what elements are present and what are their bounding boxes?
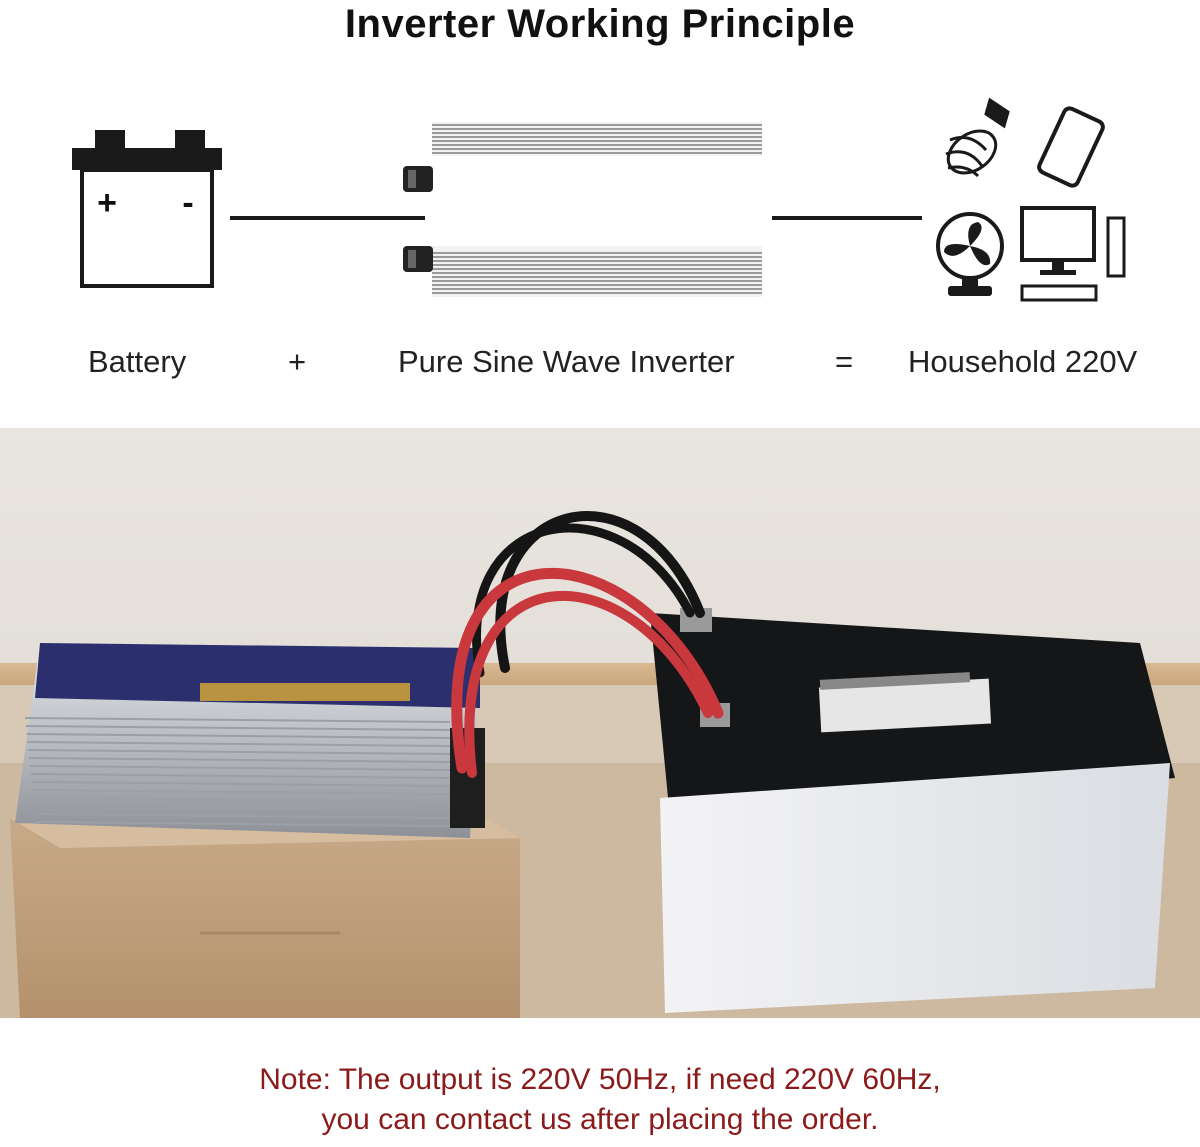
phone-icon — [1037, 106, 1105, 188]
label-plus: + — [288, 344, 307, 379]
fan-icon — [936, 212, 1004, 296]
inverter-icon — [403, 122, 762, 297]
note-line-2: you can contact us after placing the ord… — [321, 1103, 879, 1136]
light-bulb-icon — [945, 97, 1010, 178]
cables — [451, 511, 724, 778]
computer-icon — [1020, 206, 1126, 302]
label-inverter: Pure Sine Wave Inverter — [398, 344, 735, 379]
battery-icon: + - — [72, 130, 222, 288]
battery-minus-sign: - — [182, 184, 193, 222]
schematic-diagram: + - — [72, 97, 1126, 302]
label-battery: Battery — [88, 344, 187, 379]
label-household: Household 220V — [908, 344, 1138, 379]
order-note: Note: The output is 220V 50Hz, if need 2… — [0, 1060, 1200, 1140]
page-title: Inverter Working Principle — [344, 2, 856, 46]
note-line-1: Note: The output is 220V 50Hz, if need 2… — [259, 1063, 941, 1096]
inverter-device — [15, 643, 485, 838]
label-equals: = — [835, 344, 854, 379]
battery-plus-sign: + — [97, 184, 117, 222]
battery-inverter-photo — [0, 428, 1200, 1018]
cardboard-box — [10, 808, 520, 1018]
battery-device — [650, 608, 1175, 1013]
